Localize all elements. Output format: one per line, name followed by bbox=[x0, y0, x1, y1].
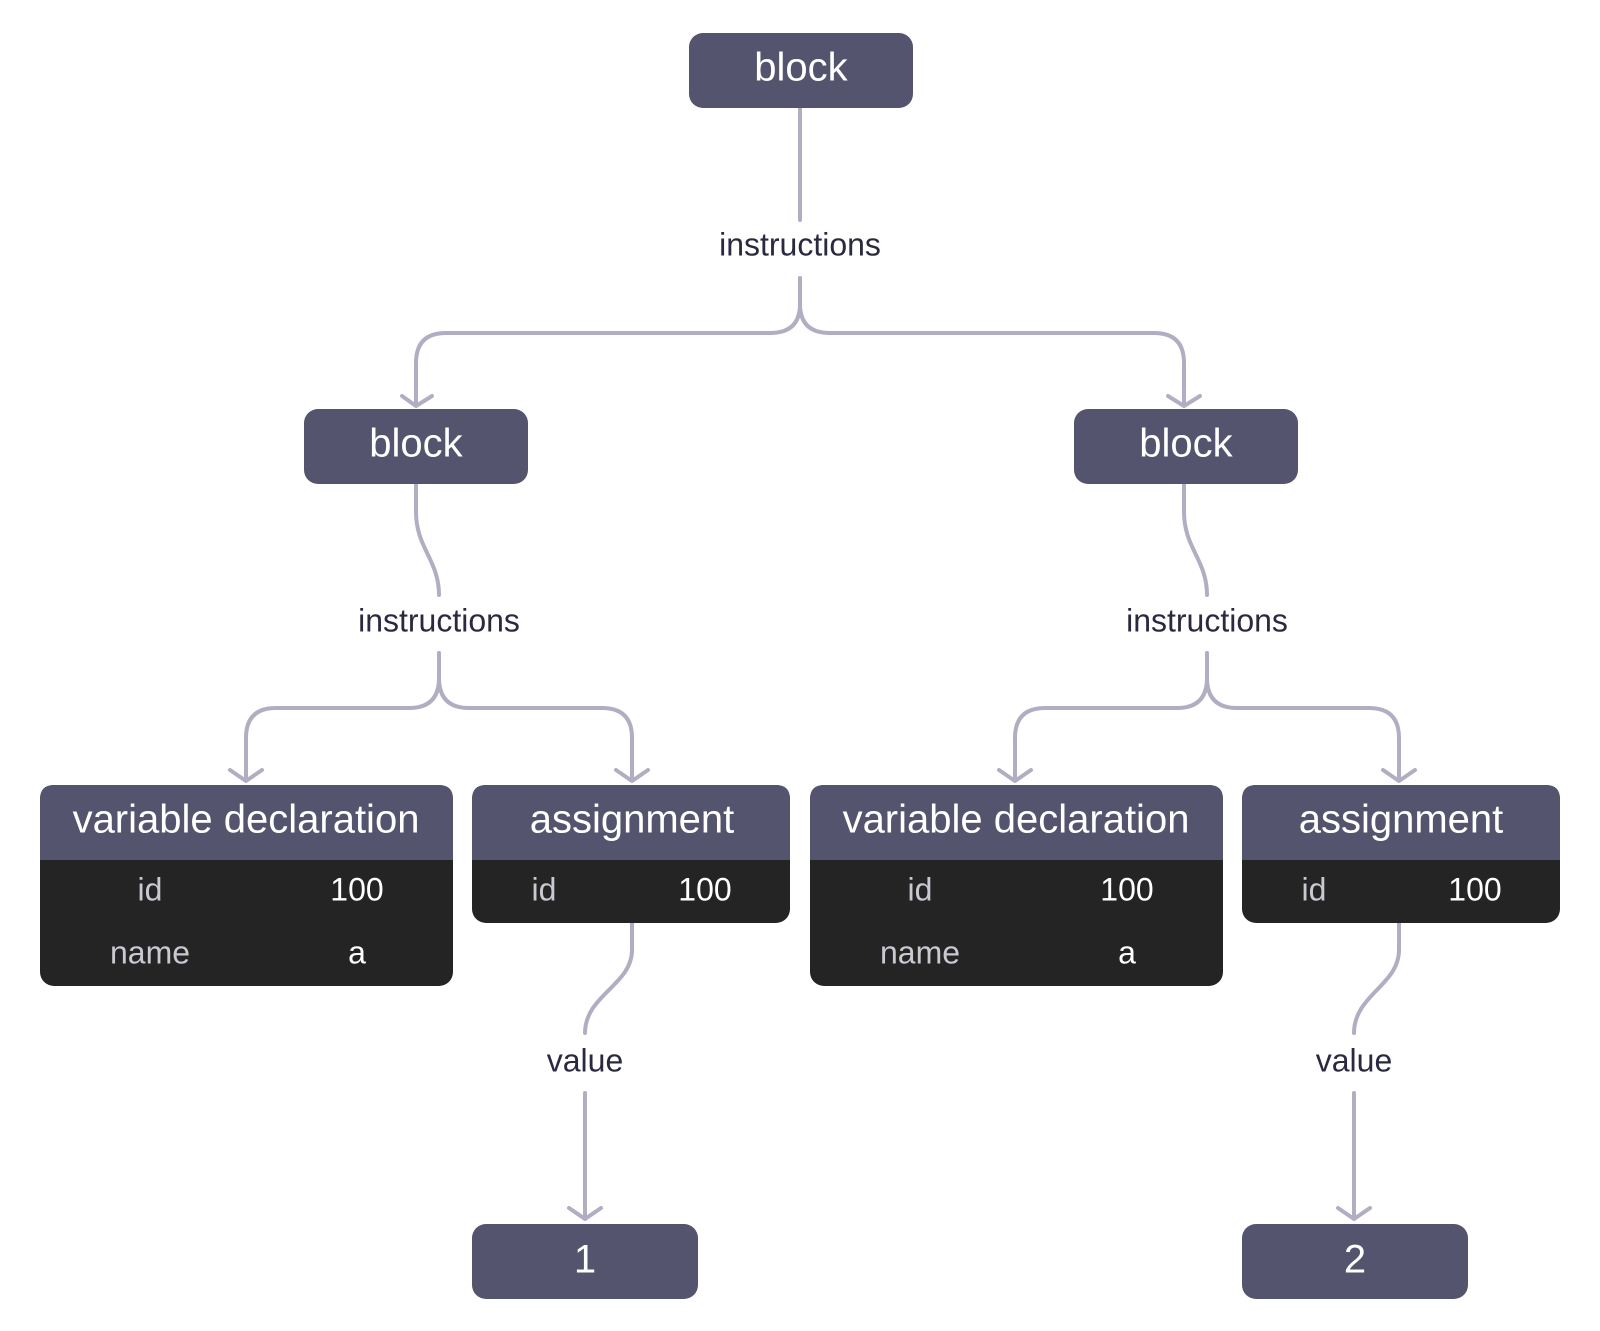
edge-label-left-value: value bbox=[547, 1042, 624, 1078]
field-value-id: 100 bbox=[330, 871, 383, 907]
edge-left-block-to-instructions bbox=[414, 482, 441, 597]
field-value-name: a bbox=[1118, 934, 1136, 970]
field-value-name: a bbox=[348, 934, 366, 970]
arrowhead-left-var-decl bbox=[228, 768, 264, 783]
node-literal-2: 2 bbox=[1242, 1224, 1468, 1299]
node-literal-2-value: 2 bbox=[1344, 1238, 1366, 1282]
edge-root-instructions-to-right-block bbox=[798, 276, 1186, 407]
node-right-block: block bbox=[1074, 409, 1298, 484]
arrowhead-right-block bbox=[1166, 394, 1202, 408]
field-value-id: 100 bbox=[678, 871, 731, 907]
arrowhead-right-var-decl bbox=[997, 768, 1033, 783]
field-key-name: name bbox=[110, 934, 190, 970]
node-right-assignment: assignment id 100 bbox=[1242, 785, 1560, 923]
node-literal-1: 1 bbox=[472, 1224, 698, 1299]
field-key-id: id bbox=[532, 871, 557, 907]
node-right-assignment-title: assignment bbox=[1299, 798, 1504, 842]
edge-right-instructions-to-var-decl bbox=[1013, 651, 1209, 782]
node-left-block: block bbox=[304, 409, 528, 484]
edge-right-block-to-instructions bbox=[1182, 482, 1209, 597]
node-left-assignment: assignment id 100 bbox=[472, 785, 790, 923]
arrowhead-left-block bbox=[400, 394, 434, 408]
edge-left-assignment-to-value bbox=[583, 921, 634, 1035]
field-value-id: 100 bbox=[1100, 871, 1153, 907]
arrowhead-right-literal bbox=[1336, 1206, 1372, 1221]
arrowhead-left-assignment bbox=[614, 768, 650, 783]
edge-left-instructions-to-assignment bbox=[437, 651, 634, 782]
edge-label-right-instructions: instructions bbox=[1126, 602, 1288, 638]
field-key-name: name bbox=[880, 934, 960, 970]
arrowhead-right-assignment bbox=[1381, 768, 1417, 783]
node-right-block-title: block bbox=[1139, 422, 1233, 466]
node-root-block: block bbox=[689, 33, 913, 108]
node-left-variable-declaration-title: variable declaration bbox=[73, 798, 420, 842]
edge-label-root-instructions: instructions bbox=[719, 226, 881, 262]
arrowhead-left-literal bbox=[567, 1206, 603, 1221]
node-literal-1-value: 1 bbox=[574, 1238, 596, 1282]
edge-label-right-value: value bbox=[1316, 1042, 1393, 1078]
node-right-variable-declaration-title: variable declaration bbox=[843, 798, 1190, 842]
field-key-id: id bbox=[1302, 871, 1327, 907]
node-left-assignment-title: assignment bbox=[530, 798, 735, 842]
edge-left-instructions-to-var-decl bbox=[244, 651, 441, 782]
node-left-variable-declaration: variable declaration id 100 name a bbox=[40, 785, 453, 986]
edges bbox=[228, 106, 1417, 1221]
edge-labels: instructions instructions instructions v… bbox=[358, 226, 1392, 1078]
node-right-variable-declaration: variable declaration id 100 name a bbox=[810, 785, 1223, 986]
edge-right-instructions-to-assignment bbox=[1205, 651, 1401, 782]
field-key-id: id bbox=[908, 871, 933, 907]
edge-root-instructions-to-left-block bbox=[414, 276, 802, 407]
node-root-block-title: block bbox=[754, 46, 848, 90]
field-key-id: id bbox=[138, 871, 163, 907]
edge-right-assignment-to-value bbox=[1352, 921, 1401, 1035]
field-value-id: 100 bbox=[1448, 871, 1501, 907]
node-left-block-title: block bbox=[369, 422, 463, 466]
edge-label-left-instructions: instructions bbox=[358, 602, 520, 638]
